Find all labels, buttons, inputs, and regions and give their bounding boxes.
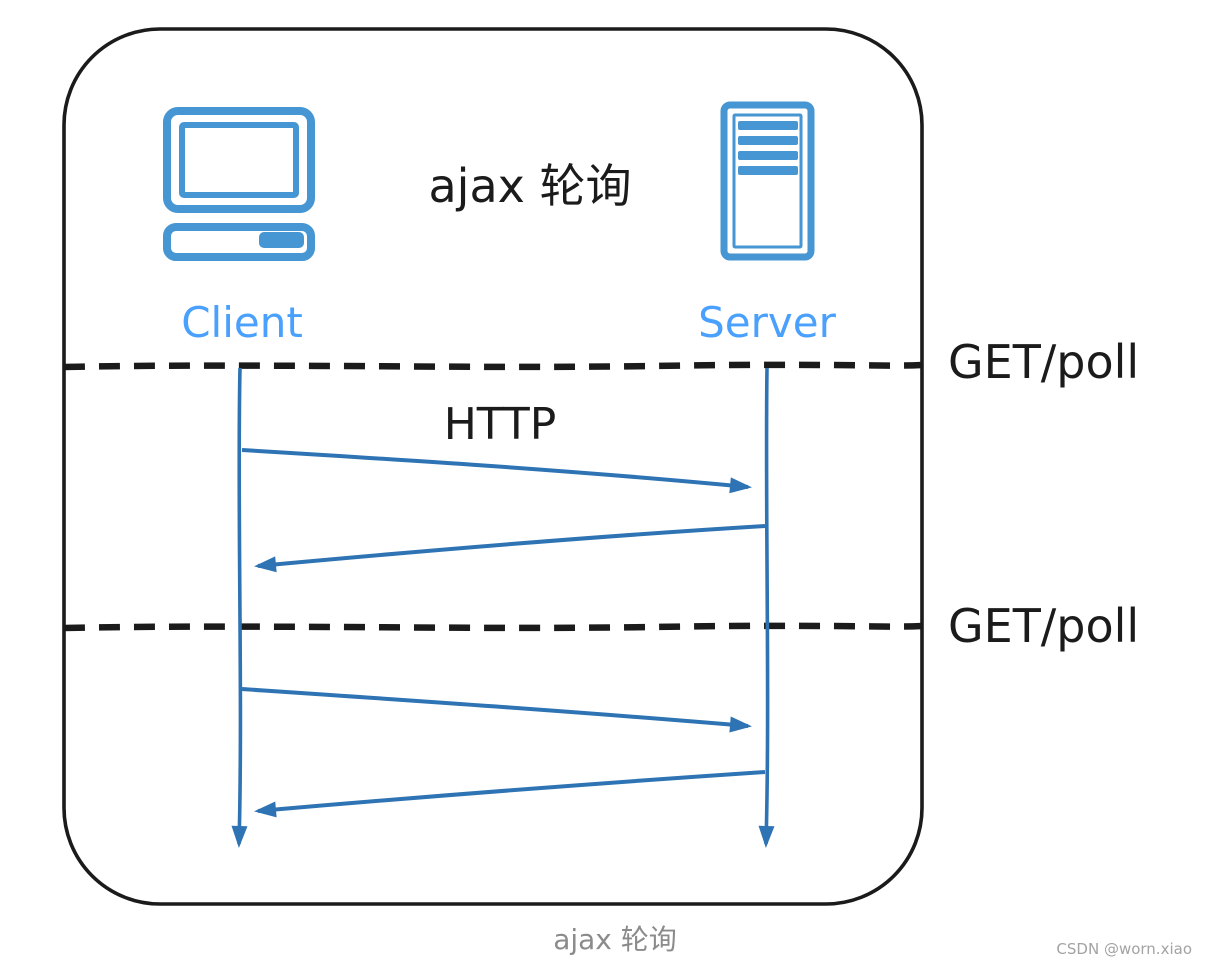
client-computer-icon <box>163 107 315 261</box>
server-slot <box>738 151 798 160</box>
client-monitor-screen <box>179 122 299 198</box>
message-response-1 <box>254 524 766 573</box>
client-keyboard-key <box>259 232 304 248</box>
poll-divider-2 <box>63 622 923 632</box>
client-label: Client <box>181 298 303 347</box>
poll-divider-1 <box>63 361 923 371</box>
message-request-2 <box>241 687 752 733</box>
client-keyboard-base <box>163 223 315 261</box>
message-response-2 <box>254 770 766 818</box>
http-label: HTTP <box>443 399 557 450</box>
server-outer <box>720 101 815 261</box>
caption: ajax 轮询 <box>553 923 677 956</box>
get-poll-label-2: GET/poll <box>948 599 1140 653</box>
server-lifeline <box>758 367 775 848</box>
client-monitor-outer <box>163 107 315 213</box>
diagram-frame <box>62 27 924 906</box>
watermark: CSDN @worn.xiao <box>1056 940 1192 958</box>
server-inner <box>732 113 803 249</box>
diagram-title: ajax 轮询 <box>428 159 632 213</box>
message-request-1 <box>241 448 752 494</box>
client-lifeline <box>231 367 248 848</box>
server-slot <box>738 136 798 145</box>
get-poll-label-1: GET/poll <box>948 335 1140 389</box>
server-slot <box>738 166 798 175</box>
server-label: Server <box>698 298 836 347</box>
server-slots <box>738 121 798 175</box>
server-slot <box>738 121 798 130</box>
server-icon <box>720 101 815 261</box>
